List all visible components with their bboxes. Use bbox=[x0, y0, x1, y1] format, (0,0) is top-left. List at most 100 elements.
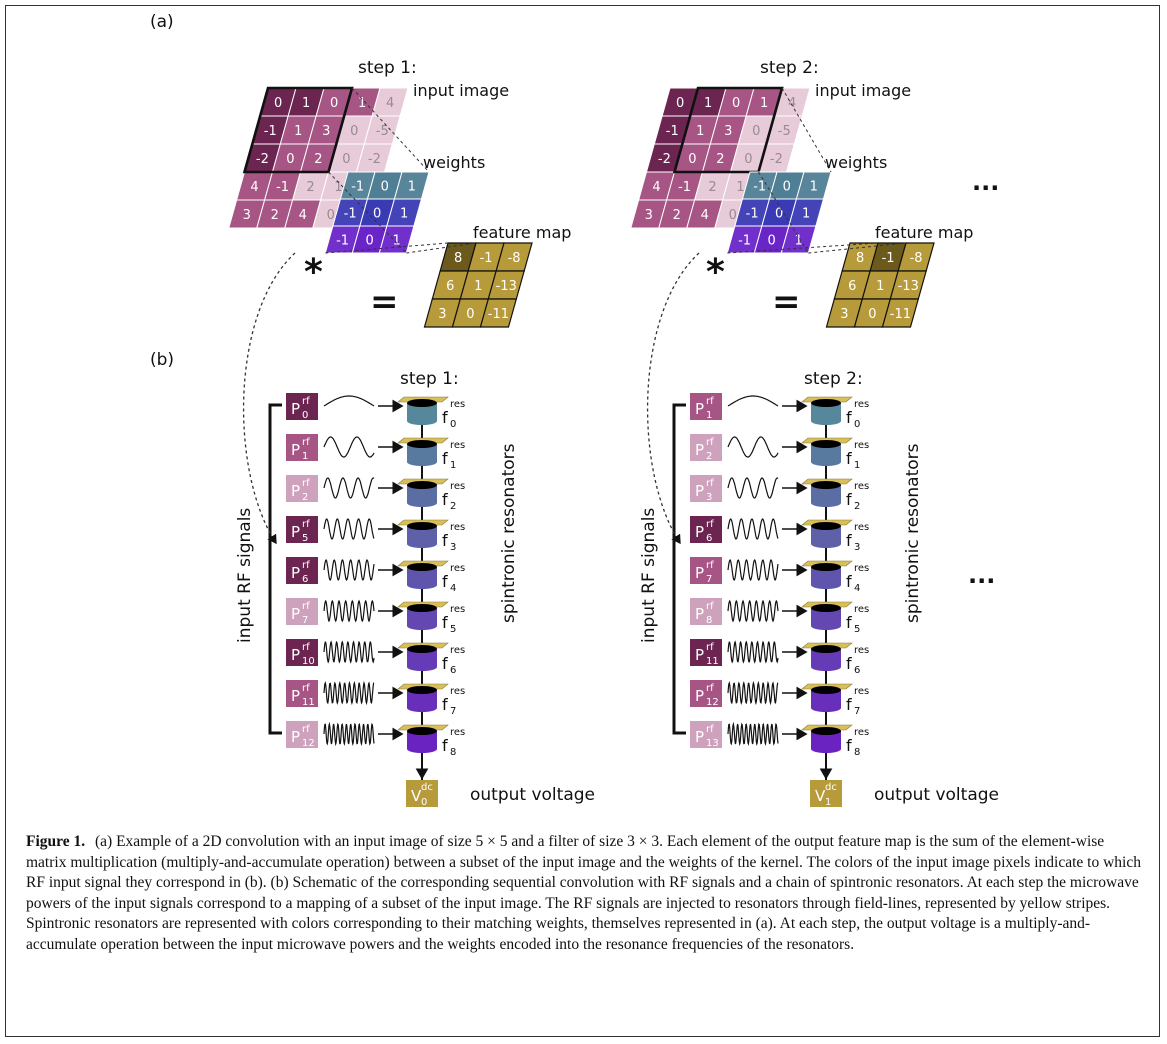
spintronic-resonator bbox=[811, 608, 841, 626]
resonator-top bbox=[407, 522, 437, 530]
input-pixel-value: 1 bbox=[294, 124, 302, 139]
resonance-frequency-symbol: f bbox=[442, 736, 448, 755]
resonance-frequency-symbol: f bbox=[846, 654, 852, 673]
label-output-voltage: output voltage bbox=[470, 785, 595, 805]
rf-waveform bbox=[727, 559, 779, 581]
weight-value: 0 bbox=[783, 180, 791, 195]
resonator-bottom bbox=[811, 581, 841, 589]
resonator-top bbox=[407, 686, 437, 694]
rf-power-superscript: rf bbox=[302, 560, 310, 571]
rf-power-superscript: rf bbox=[706, 519, 714, 530]
rf-power-box bbox=[286, 598, 318, 625]
input-pixel-value: -2 bbox=[658, 152, 671, 167]
resonator-top bbox=[407, 645, 437, 653]
rf-power-box bbox=[690, 598, 722, 625]
resonator-bottom bbox=[811, 417, 841, 425]
input-bracket bbox=[672, 403, 686, 735]
label-spintronic-resonators: spintronic resonators bbox=[499, 443, 519, 623]
output-voltage-symbol: V bbox=[815, 787, 826, 805]
resonance-frequency-superscript: res bbox=[450, 645, 465, 656]
rf-power-box bbox=[690, 516, 722, 543]
rf-power-box bbox=[286, 680, 318, 707]
panel-a-step-title: step 1: bbox=[358, 58, 417, 78]
resonance-frequency-superscript: res bbox=[854, 522, 869, 533]
input-pixel-value: 2 bbox=[708, 180, 716, 195]
rf-power-index: 1 bbox=[302, 451, 308, 462]
label-weights: weights bbox=[825, 153, 887, 172]
rf-power-symbol: P bbox=[695, 482, 704, 500]
rf-power-superscript: rf bbox=[706, 642, 714, 653]
resonator-top bbox=[407, 727, 437, 735]
resonance-frequency-symbol: f bbox=[846, 531, 852, 550]
rf-power-superscript: rf bbox=[302, 478, 310, 489]
projection-line bbox=[351, 87, 430, 173]
spintronic-resonator bbox=[407, 403, 437, 421]
feature-map-value: 6 bbox=[446, 279, 454, 294]
resonance-frequency-index: 4 bbox=[450, 583, 456, 594]
weight-value: 0 bbox=[381, 180, 389, 195]
rf-power-box bbox=[690, 475, 722, 502]
feature-map-value: -13 bbox=[898, 279, 919, 294]
resonance-frequency-superscript: res bbox=[854, 481, 869, 492]
feature-map-cell bbox=[881, 298, 920, 328]
rf-waveform bbox=[727, 721, 779, 747]
resonator-top bbox=[811, 481, 841, 489]
rf-power-index: 2 bbox=[302, 492, 308, 503]
rf-power-symbol: P bbox=[695, 441, 704, 459]
resonance-frequency-superscript: res bbox=[450, 563, 465, 574]
input-pixel-value: 4 bbox=[386, 96, 394, 111]
resonator-top bbox=[811, 645, 841, 653]
rf-power-superscript: rf bbox=[302, 437, 310, 448]
label-input-image: input image bbox=[815, 81, 911, 100]
resonance-frequency-superscript: res bbox=[854, 645, 869, 656]
rf-power-box bbox=[690, 557, 722, 584]
rf-waveform bbox=[323, 559, 375, 581]
input-pixel-value: 4 bbox=[299, 208, 307, 223]
input-pixel-value: 3 bbox=[322, 124, 330, 139]
resonator-bottom bbox=[811, 499, 841, 507]
rf-power-symbol: P bbox=[695, 646, 704, 664]
projection-line bbox=[325, 242, 449, 254]
mapping-dotted-arrow bbox=[646, 252, 700, 545]
weight-value: -1 bbox=[746, 207, 759, 222]
feature-map-value: 3 bbox=[840, 307, 848, 322]
rf-power-box bbox=[286, 639, 318, 666]
input-pixel-value: 0 bbox=[286, 152, 294, 167]
spintronic-resonator bbox=[811, 567, 841, 585]
input-pixel-value: 2 bbox=[673, 208, 681, 223]
input-pixel-value: 0 bbox=[327, 208, 335, 223]
rf-power-index: 6 bbox=[706, 533, 712, 544]
input-pixel-value: -2 bbox=[256, 152, 269, 167]
rf-power-box bbox=[690, 393, 722, 420]
rf-power-symbol: P bbox=[695, 400, 704, 418]
panel-b-step-title: step 2: bbox=[804, 369, 863, 389]
rf-power-index: 2 bbox=[706, 451, 712, 462]
rf-power-index: 7 bbox=[302, 615, 308, 626]
resonance-frequency-symbol: f bbox=[846, 736, 852, 755]
feature-map-value: 0 bbox=[466, 307, 474, 322]
projection-line bbox=[781, 87, 832, 173]
input-pixel-value: -5 bbox=[376, 124, 389, 139]
input-pixel-value: 1 bbox=[736, 180, 744, 195]
resonance-frequency-symbol: f bbox=[442, 490, 448, 509]
rf-power-index: 6 bbox=[302, 574, 308, 585]
weight-value: 0 bbox=[767, 234, 775, 249]
mapping-dotted-arrow bbox=[242, 252, 296, 545]
resonance-frequency-index: 2 bbox=[450, 501, 456, 512]
rf-waveform bbox=[323, 680, 375, 706]
feature-map-value: 1 bbox=[474, 279, 482, 294]
rf-waveform bbox=[323, 395, 375, 407]
spintronic-resonator bbox=[407, 526, 437, 544]
rf-power-index: 1 bbox=[706, 410, 712, 421]
figure-caption: Figure 1. (a) Example of a 2D convolutio… bbox=[26, 832, 1144, 956]
rf-power-superscript: rf bbox=[706, 396, 714, 407]
resonator-bottom bbox=[407, 745, 437, 753]
resonator-top bbox=[811, 522, 841, 530]
caption-text: (a) Example of a 2D convolution with an … bbox=[26, 833, 1141, 953]
input-pixel-value: 2 bbox=[271, 208, 279, 223]
resonance-frequency-superscript: res bbox=[450, 522, 465, 533]
resonance-frequency-symbol: f bbox=[442, 531, 448, 550]
input-pixel-value: 4 bbox=[701, 208, 709, 223]
feature-map-value: 1 bbox=[876, 279, 884, 294]
feature-map-value: 3 bbox=[438, 307, 446, 322]
